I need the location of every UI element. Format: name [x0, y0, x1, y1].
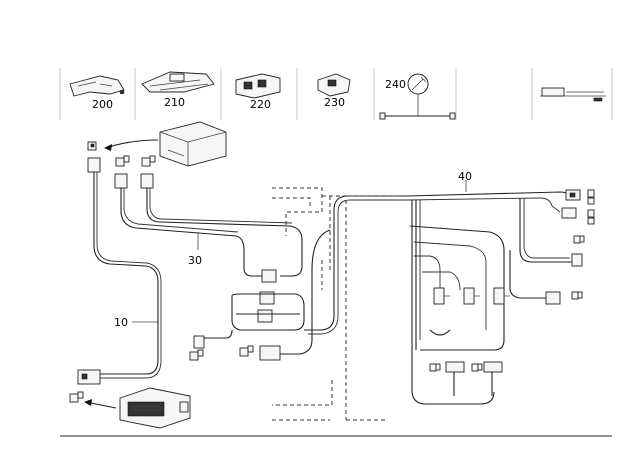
callout-40: 40 — [458, 170, 472, 183]
thumbnail-200[interactable]: 200 — [69, 75, 125, 111]
thumbnail-strip: 200 210 220 230 — [59, 68, 613, 120]
harness-30[interactable] — [120, 188, 268, 277]
thumbnail-210[interactable]: 210 — [141, 71, 215, 109]
connector-pin-40-c[interactable] — [573, 235, 585, 244]
socket-40-lower-a[interactable] — [445, 361, 465, 373]
harness-40[interactable] — [407, 191, 569, 197]
connector-pin-40-f[interactable] — [471, 363, 483, 372]
plug-30-b[interactable] — [140, 173, 154, 189]
tile-label-220: 220 — [250, 98, 271, 111]
connector-pin-40-e[interactable] — [429, 363, 441, 372]
dashed-harness-outline — [272, 187, 400, 421]
thumbnail-230[interactable]: 230 — [317, 73, 351, 109]
tile-label-240: 240 — [385, 78, 406, 91]
plug-10-bottom[interactable] — [77, 369, 101, 385]
connector-pin-mid-1[interactable] — [115, 155, 130, 167]
thumbnail-240[interactable]: 240 — [379, 73, 456, 120]
socket-40-a[interactable] — [433, 287, 445, 305]
callout-10: 10 — [114, 316, 128, 329]
pointer-arrow-top — [105, 139, 159, 149]
callout-30: 30 — [188, 254, 202, 267]
socket-40-b[interactable] — [463, 287, 475, 305]
harness-10[interactable] — [93, 172, 159, 375]
plug-30-bottom[interactable] — [193, 335, 205, 349]
connector-30-c[interactable] — [257, 309, 273, 323]
connector-pin-top-left[interactable] — [87, 141, 97, 151]
harness-main-trunk[interactable] — [304, 195, 408, 331]
connector-pin-mid-2[interactable] — [141, 155, 156, 167]
connector-pin-40-d[interactable] — [571, 291, 583, 300]
connector-40-right-mid[interactable] — [571, 253, 583, 267]
thumbnail-220[interactable]: 220 — [235, 73, 281, 111]
connector-30-b[interactable] — [259, 291, 275, 305]
tile-label-200: 200 — [92, 98, 113, 111]
connector-pin-30-bottom-2[interactable] — [239, 345, 254, 357]
tile-label-230: 230 — [324, 96, 345, 109]
connector-pin-30-bottom[interactable] — [189, 349, 204, 361]
bottom-module-unit[interactable] — [119, 387, 191, 429]
connector-30-a[interactable] — [261, 269, 277, 283]
plug-10-top[interactable] — [87, 157, 101, 173]
plug-30-a[interactable] — [114, 173, 128, 189]
connector-pin-40-b[interactable] — [587, 209, 595, 225]
connector-40-right-low[interactable] — [545, 291, 561, 305]
connector-30-d[interactable] — [259, 345, 281, 361]
connector-40-top-b[interactable] — [561, 207, 577, 219]
connector-pin-bottom-left[interactable] — [69, 391, 84, 403]
socket-40-c[interactable] — [493, 287, 505, 305]
control-unit-module[interactable] — [159, 121, 227, 167]
socket-40-lower-b[interactable] — [483, 361, 503, 373]
tile-label-210: 210 — [164, 96, 185, 109]
connector-pin-40-a[interactable] — [587, 189, 595, 205]
thumbnail-document[interactable] — [540, 87, 606, 102]
